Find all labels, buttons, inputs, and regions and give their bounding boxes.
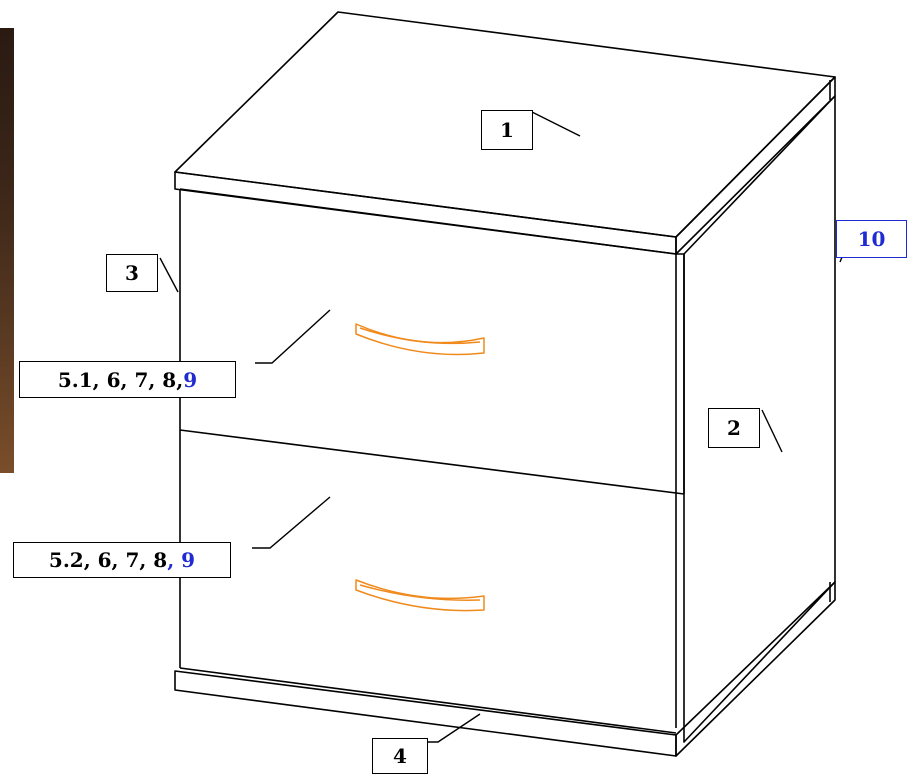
label-drawer-upper: 5.1, 6, 7, 8, 9 <box>19 361 236 398</box>
top-panel-side-edge <box>675 76 836 255</box>
label-drawer-lower-text: 5.2, 6, 7, 8 <box>48 548 168 572</box>
label-back-panel-text: 10 <box>857 227 886 251</box>
label-drawer-upper-highlight: 9 <box>183 367 198 392</box>
label-drawer-lower: 5.2, 6, 7, 8, 9 <box>13 542 231 578</box>
top-panel-front-edge <box>174 171 677 255</box>
leader-4 <box>428 713 481 743</box>
label-bottom-panel: 4 <box>372 738 428 774</box>
label-back-panel: 10 <box>836 220 907 258</box>
bottom-panel-side <box>675 581 836 757</box>
label-left-panel: 3 <box>106 254 158 292</box>
lower-drawer-handle <box>355 579 485 612</box>
leader-1 <box>531 111 581 137</box>
photo-strip <box>0 28 14 473</box>
leader-drawer-upper <box>255 309 331 364</box>
lower-drawer-handle-inner <box>359 584 481 601</box>
drawer-divider <box>179 429 685 495</box>
lower-drawer-bottom <box>179 667 677 734</box>
leader-2 <box>761 409 783 453</box>
label-top-panel: 1 <box>481 110 533 150</box>
leader-drawer-lower <box>252 496 331 549</box>
upper-drawer-handle <box>355 323 485 356</box>
leader-3 <box>159 257 179 293</box>
label-side-panel: 2 <box>708 408 760 448</box>
label-drawer-upper-text: 5.1, 6, 7, 8, <box>57 367 184 392</box>
label-drawer-lower-highlight: , 9 <box>167 548 196 572</box>
upper-drawer-handle-inner <box>359 327 481 345</box>
upper-drawer-front <box>179 188 685 494</box>
